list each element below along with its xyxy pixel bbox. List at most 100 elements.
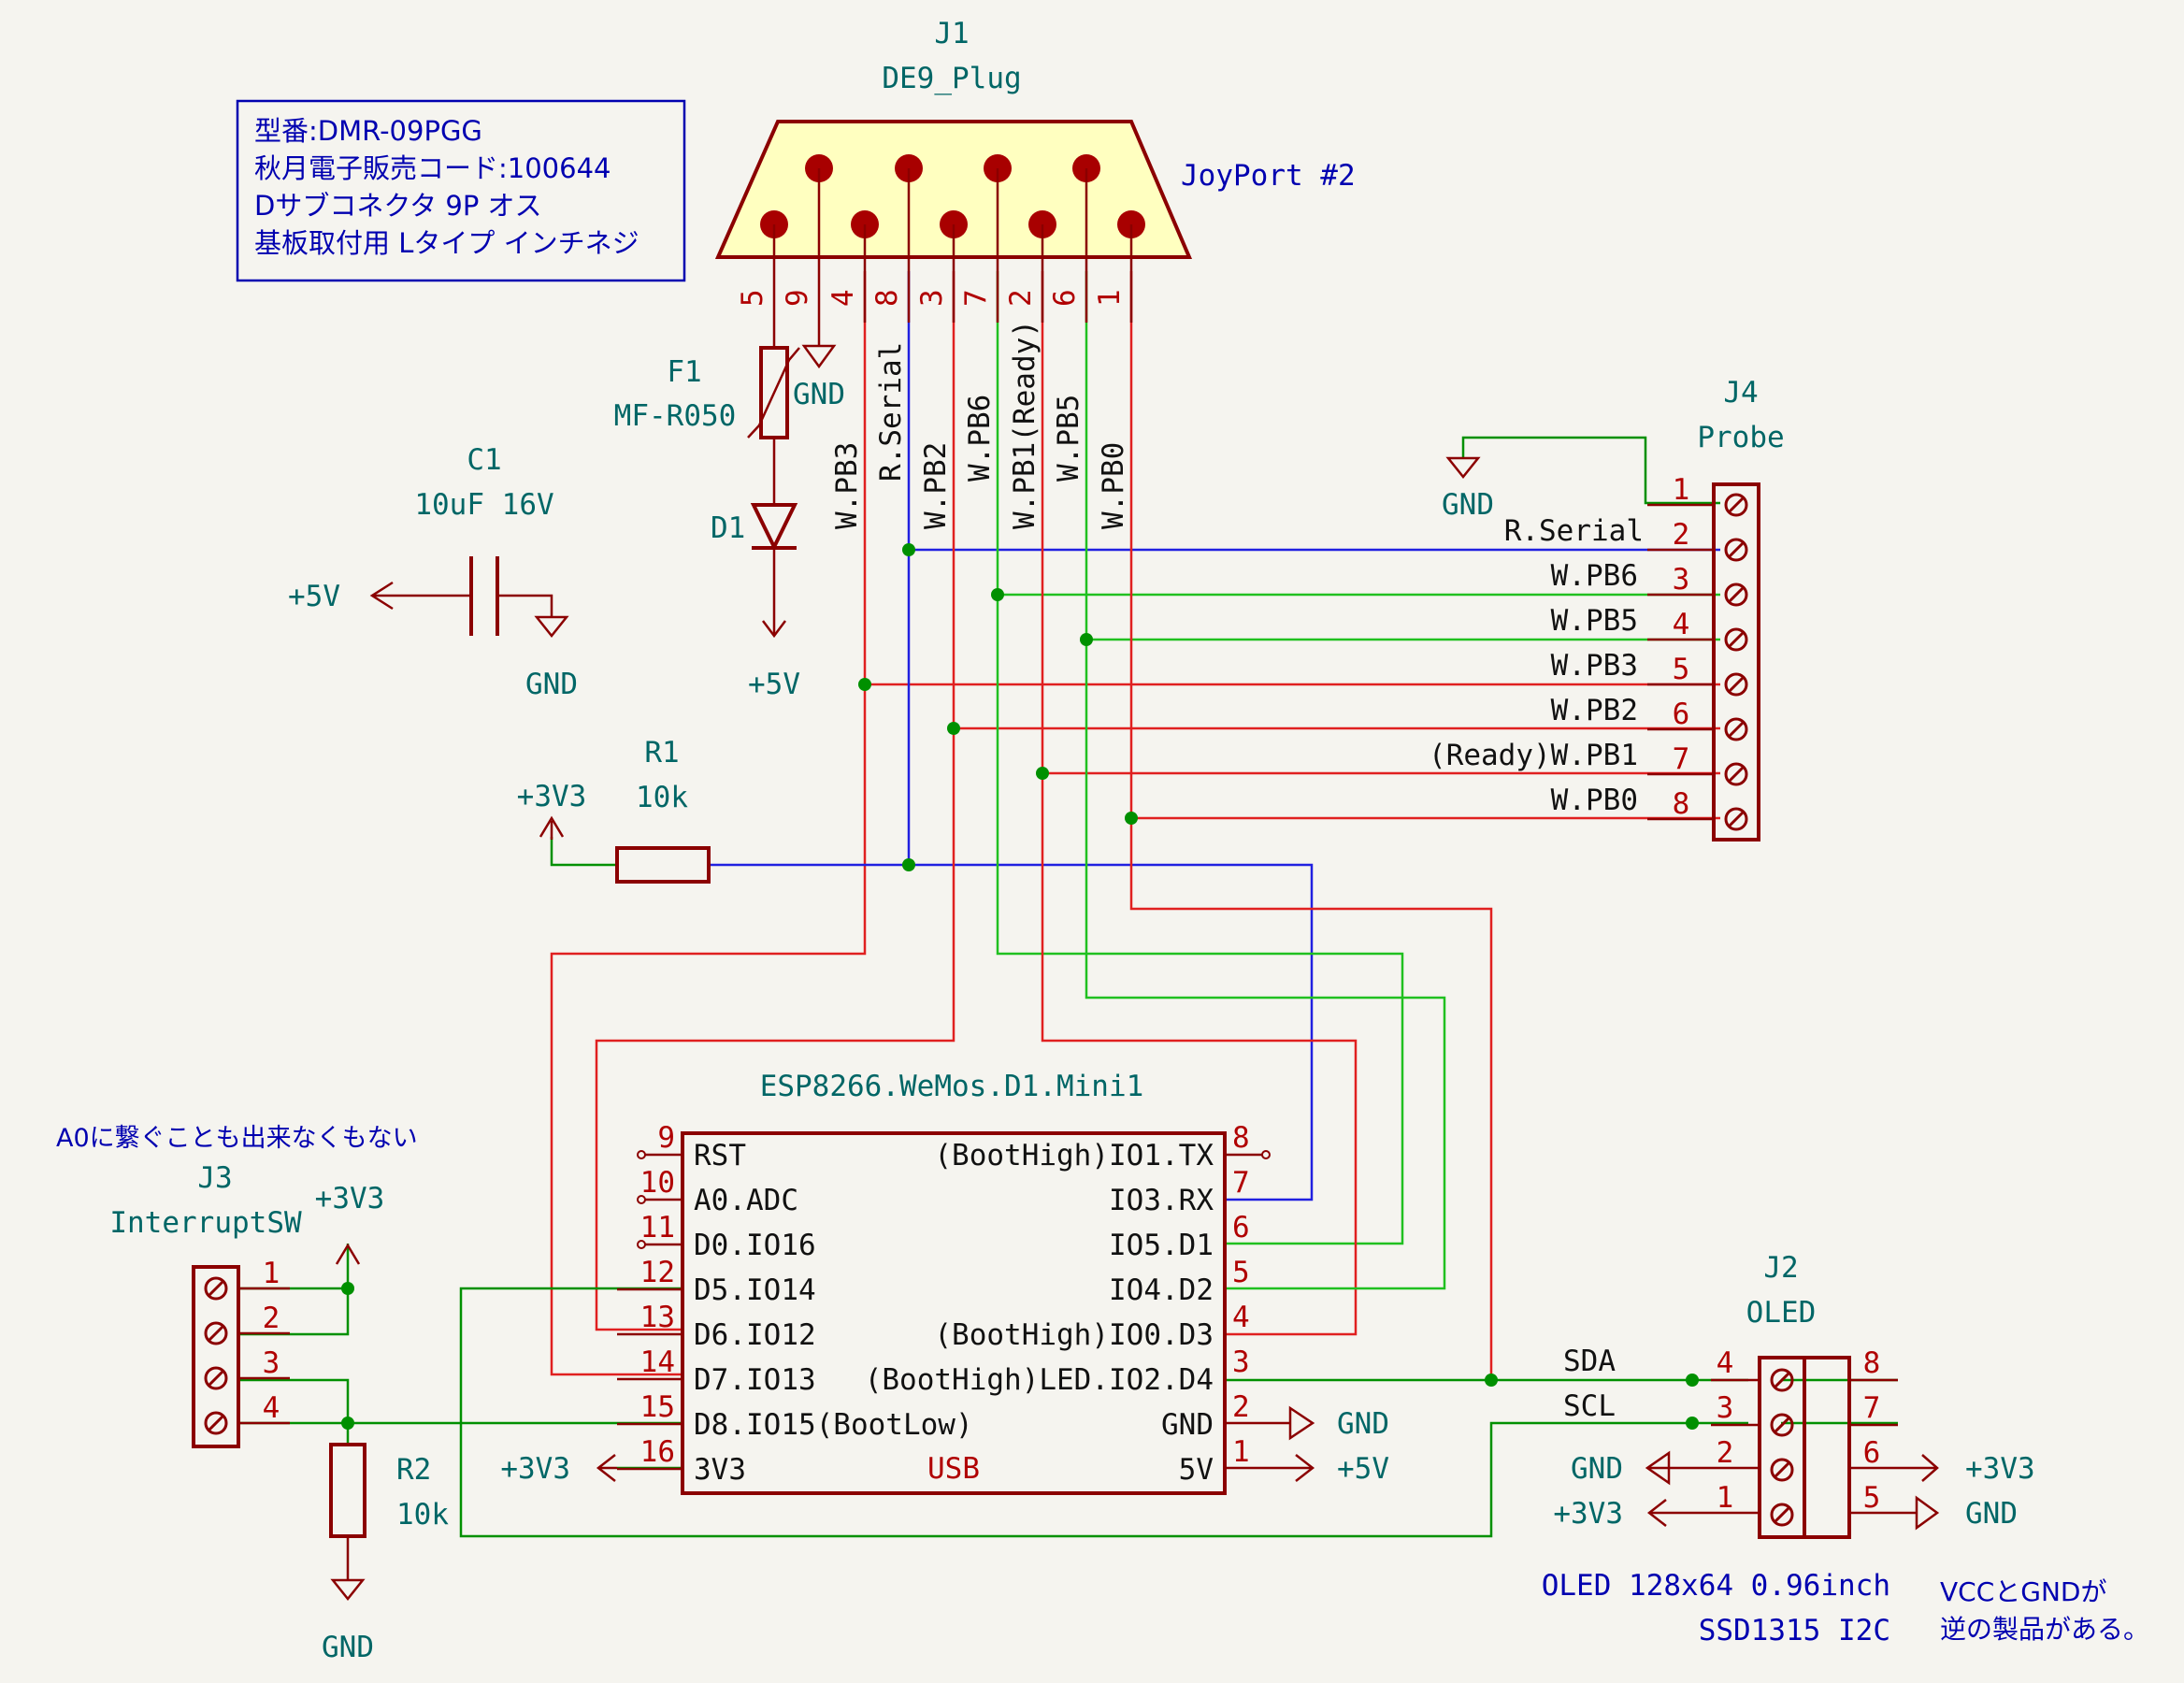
u1-gnd-label: GND [1337,1407,1389,1441]
connector-j2: J2 OLED SDA SCL 4 3 2 1 8 7 6 5 GND +3V3… [1542,1251,2149,1647]
j2-ref: J2 [1763,1251,1798,1285]
oled-warn-1: VCCとGNDが [1940,1576,2106,1607]
j2-gnd-left: GND [1571,1452,1623,1486]
u1-5v-label: +5V [1337,1452,1389,1486]
f1-value: MF-R050 [614,399,737,433]
u1-right-pin-name: 5V [1179,1453,1214,1487]
j4-pin-6: 6 [1673,698,1690,731]
u1-left-pin-name: A0.ADC [694,1184,798,1217]
junctions [341,543,1699,1430]
net-label-wpb5: W.PB5 [1052,395,1085,482]
j3-3v3-label: +3V3 [315,1182,385,1216]
j4-pin-4: 4 [1673,608,1690,641]
u1-right-pin-name: (BootHigh)IO1.TX [934,1139,1214,1172]
u1-right-pin-num: 6 [1232,1211,1250,1244]
oled-desc-1: OLED 128x64 0.96inch [1542,1569,1890,1603]
c1-value: 10uF 16V [414,488,553,522]
u1-left-pin-name: D7.IO13 [694,1363,816,1397]
u1-right-pin-num: 4 [1232,1301,1250,1334]
scl-label: SCL [1563,1389,1616,1423]
j1-pin-8: 8 [870,289,904,307]
j2-pin-7: 7 [1863,1391,1881,1425]
note-line-1: 型番:DMR-09PGG [254,115,482,147]
u1-right-pin-num: 2 [1232,1390,1250,1424]
r2-gnd-label: GND [322,1631,374,1664]
oled-desc-2: SSD1315 I2C [1699,1614,1890,1647]
j2-value: OLED [1746,1296,1817,1330]
j1-pin-5: 5 [736,289,769,307]
note-line-3: Dサブコネクタ 9P オス [254,190,542,222]
u1-left-pin-num: 9 [657,1121,675,1155]
j2-pin-3: 3 [1717,1391,1734,1425]
d1-ref: D1 [711,511,745,545]
u1-3v3-label: +3V3 [500,1452,570,1486]
module-u1: ESP8266.WeMos.D1.Mini1 9RST10A0.ADC11D0.… [500,1070,1389,1495]
u1-left-pin-name: D5.IO14 [694,1273,816,1307]
j4-pin-7: 7 [1673,742,1690,776]
u1-right-pin-name: IO4.D2 [1109,1273,1214,1307]
u1-right-pin-name: IO5.D1 [1109,1229,1214,1262]
j4-label-wpb1: (Ready)W.PB1 [1429,739,1638,772]
u1-usb-label: USB [927,1452,980,1486]
net-label-wpb0: W.PB0 [1097,442,1130,529]
f1-ref: F1 [667,355,701,389]
resistor-r2: R2 10k GND [322,1443,449,1664]
u1-right-pin-name: (BootHigh)LED.IO2.D4 [865,1363,1214,1397]
j3-pin-2: 2 [263,1302,280,1335]
j2-3v3-left: +3V3 [1553,1497,1623,1531]
u1-left-pin-name: D6.IO12 [694,1318,816,1352]
u1-left-pin-num: 16 [640,1435,675,1469]
u1-name: ESP8266.WeMos.D1.Mini1 [760,1070,1144,1103]
j3-pin-1: 1 [263,1257,280,1290]
note-line-2: 秋月電子販売コード:100644 [254,152,611,184]
part-info-box: 型番:DMR-09PGG 秋月電子販売コード:100644 Dサブコネクタ 9P… [236,99,686,282]
c1-5v-label: +5V [288,580,340,613]
oled-warn-2: 逆の製品がある。 [1940,1614,2149,1645]
connector-j3: A0に繋ぐことも出来なくもない J3 InterruptSW 1 2 3 4 +… [56,1124,418,1448]
j3-pin-3: 3 [263,1346,280,1380]
j2-pin-8: 8 [1863,1346,1881,1380]
j2-pin-6: 6 [1863,1436,1881,1470]
j1-value: DE9_Plug [882,62,1021,95]
j4-ref: J4 [1723,376,1758,410]
r2-value: 10k [396,1498,449,1532]
j4-label-wpb3: W.PB3 [1551,649,1638,683]
c1-ref: C1 [467,443,501,477]
j1-ref: J1 [934,17,969,50]
capacitor-c1: C1 10uF 16V +5V GND [288,443,578,701]
u1-right-pin-num: 8 [1232,1121,1250,1155]
j1-pin-6: 6 [1048,289,1082,307]
j4-pin-8: 8 [1673,787,1690,821]
j1-pin-2: 2 [1004,289,1038,307]
j1-pin-9: 9 [781,289,814,307]
j4-pin-3: 3 [1673,563,1690,597]
j2-pin-5: 5 [1863,1481,1881,1515]
j4-label-wpb0: W.PB0 [1551,784,1638,817]
j1-gnd-label: GND [793,378,845,411]
u1-left-pin-name: D8.IO15(BootLow) [694,1408,973,1442]
j2-3v3-right: +3V3 [1965,1452,2035,1486]
j2-pin-4: 4 [1717,1346,1734,1380]
r1-3v3-label: +3V3 [517,780,587,813]
j1-pin-3: 3 [915,289,949,307]
connector-j1: J1 DE9_Plug JoyPort #2 5 9 4 8 3 7 2 [714,17,1356,529]
j4-value: Probe [1697,421,1784,454]
j4-pin-1: 1 [1673,473,1690,507]
j3-value: InterruptSW [109,1206,302,1240]
j4-label-rserial: R.Serial [1504,514,1644,548]
u1-left-pin-name: 3V3 [694,1453,746,1487]
u1-left-pin-num: 11 [640,1211,675,1244]
u1-left-pin-num: 12 [640,1256,675,1289]
r2-ref: R2 [396,1453,431,1487]
resistor-r1: R1 10k +3V3 [517,736,711,884]
fuse-f1: F1 MF-R050 [614,323,800,505]
wires [238,271,1898,1538]
u1-left-pin-name: D0.IO16 [694,1229,816,1262]
c1-gnd-label: GND [525,668,578,701]
u1-left-pin-num: 13 [640,1301,675,1334]
j4-label-wpb6: W.PB6 [1551,559,1638,593]
u1-right-pin-num: 7 [1232,1166,1250,1200]
net-label-wpb2: W.PB2 [919,442,953,529]
j4-pin-2: 2 [1673,518,1690,552]
net-label-wpb3: W.PB3 [830,442,864,529]
